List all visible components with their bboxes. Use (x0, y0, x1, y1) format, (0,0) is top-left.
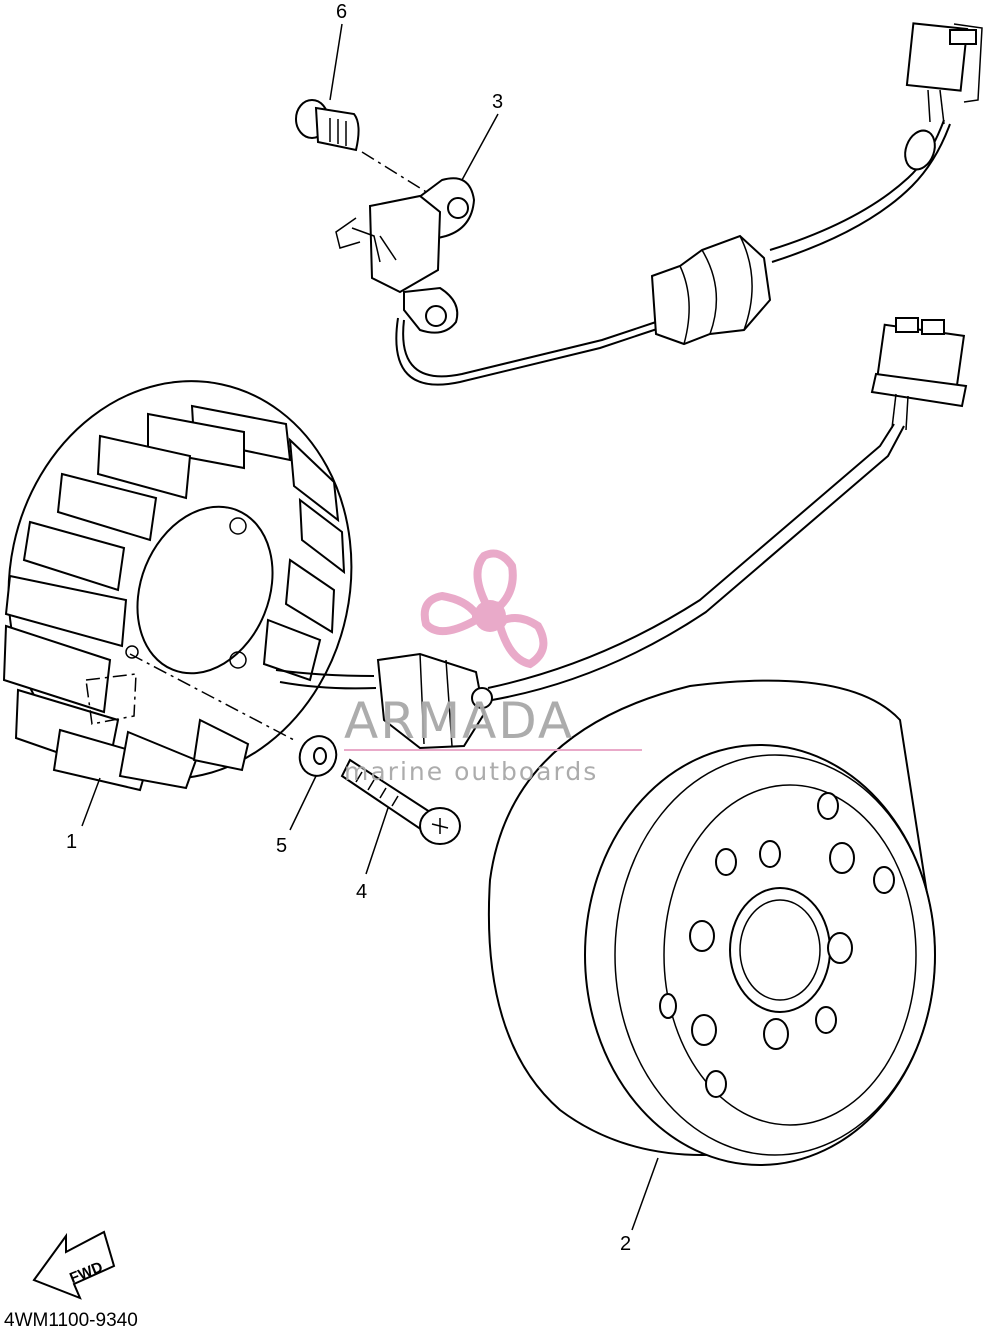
washer-part-5 (298, 735, 338, 777)
propeller-logo-icon (420, 549, 548, 669)
pickup-coil-part-3 (335, 177, 476, 334)
callout-4: 4 (356, 881, 367, 903)
connector-top (904, 22, 983, 171)
bolt-part-6 (295, 99, 360, 152)
callout-3: 3 (492, 91, 503, 113)
watermark-logo: ARMADA marine outboards (344, 549, 642, 786)
callout-6: 6 (336, 1, 347, 23)
stator-connector (376, 652, 493, 750)
watermark-brand: ARMADA (344, 692, 574, 750)
stator-part-1 (2, 380, 377, 792)
drawing-code: 4WM1100-9340 (4, 1310, 138, 1331)
screw-part-4 (340, 758, 461, 845)
fwd-arrow-icon: FWD (32, 1230, 116, 1300)
watermark-tagline: marine outboards (344, 757, 598, 786)
flywheel-rotor-part-2 (487, 679, 936, 1166)
callout-1: 1 (66, 831, 77, 853)
connector-right (870, 317, 968, 431)
callout-5: 5 (276, 835, 287, 857)
grommet (650, 234, 772, 346)
callout-2: 2 (620, 1233, 631, 1255)
